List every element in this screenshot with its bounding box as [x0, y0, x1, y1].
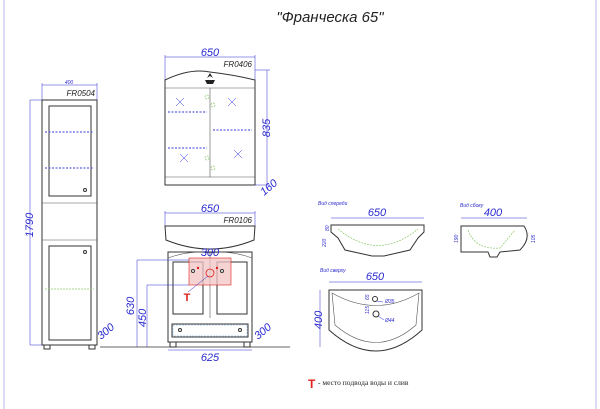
basin-top-width: 650: [366, 271, 385, 283]
basin-hole-small: Ø35: [384, 299, 395, 305]
tall-cabinet-code: FR0504: [67, 89, 96, 98]
water-supply-marker: T: [184, 292, 191, 304]
vanity-code: FR0106: [224, 216, 253, 225]
mirror-cabinet-code: FR0406: [224, 60, 253, 69]
mirror-cabinet-height: 835: [261, 118, 273, 137]
mirror-cabinet: 650 FR0406 835 160: [164, 47, 281, 199]
vanity-depth: 300: [252, 321, 274, 343]
basin-front-dim-a: 80: [325, 225, 331, 231]
vanity-inner-width: 625: [201, 352, 220, 364]
tall-cabinet-height: 1790: [24, 212, 36, 237]
tall-cabinet: 400 FR0504 1790 300: [24, 80, 118, 350]
basin-top-depth: 400: [313, 310, 325, 329]
legend: T - место подвода воды и слив: [308, 377, 409, 391]
vanity-unit: 650 FR0106 300 T 630 450 625 300: [100, 203, 290, 364]
drawing-title: "Франческа 65": [276, 9, 384, 26]
mirror-cabinet-width: 650: [201, 47, 220, 59]
mirror-cabinet-depth: 160: [258, 177, 280, 199]
tall-cabinet-width: 400: [65, 80, 74, 86]
vanity-height-top: 630: [125, 296, 137, 315]
legend-text: - место подвода воды и слив: [318, 378, 409, 387]
basin-top-view: Вид сверху 650 Ø35 Ø44 65 115 400: [313, 268, 423, 352]
vanity-width: 650: [201, 203, 220, 215]
legend-marker: T: [308, 377, 316, 391]
vanity-height-pipe: 450: [137, 308, 149, 327]
tall-cabinet-depth: 300: [95, 321, 117, 343]
basin-offset-b: 115: [365, 306, 371, 314]
basin-hole-large: Ø44: [384, 318, 395, 324]
basin-side-label: Вид сбоку: [460, 203, 484, 209]
basin-offset-a: 65: [365, 294, 371, 300]
basin-front-dim-b: 220: [322, 238, 328, 248]
basin-front-width: 650: [368, 207, 387, 219]
pipe-zone-width: 300: [201, 247, 220, 259]
basin-front-label: Вид спереди: [318, 201, 348, 207]
basin-front-view: Вид спереди 650 80 220: [318, 201, 425, 257]
pipe-zone: [188, 257, 232, 286]
basin-side-dim-b: 105: [531, 234, 537, 243]
basin-side-view: Вид сбоку 400 190 105: [454, 203, 537, 258]
basin-side-depth: 400: [484, 207, 503, 219]
basin-side-dim-a: 190: [454, 234, 460, 243]
basin-top-label: Вид сверху: [320, 268, 346, 274]
